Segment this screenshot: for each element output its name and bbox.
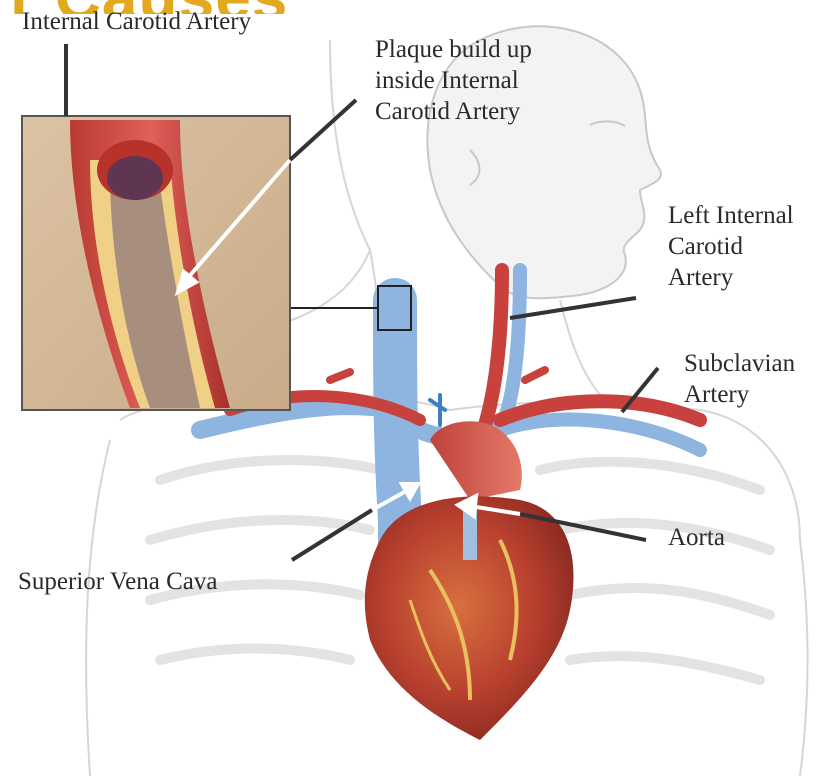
label-aorta: Aorta bbox=[668, 522, 725, 553]
label-plaque-build-up: Plaque build up inside Internal Carotid … bbox=[375, 34, 532, 127]
label-subclavian-artery: Subclavian Artery bbox=[684, 348, 795, 410]
label-superior-vena-cava: Superior Vena Cava bbox=[18, 566, 218, 597]
label-left-internal-carotid-artery: Left Internal Carotid Artery bbox=[668, 200, 794, 293]
artery-inset bbox=[22, 116, 290, 410]
label-internal-carotid-artery: Internal Carotid Artery bbox=[22, 6, 251, 37]
